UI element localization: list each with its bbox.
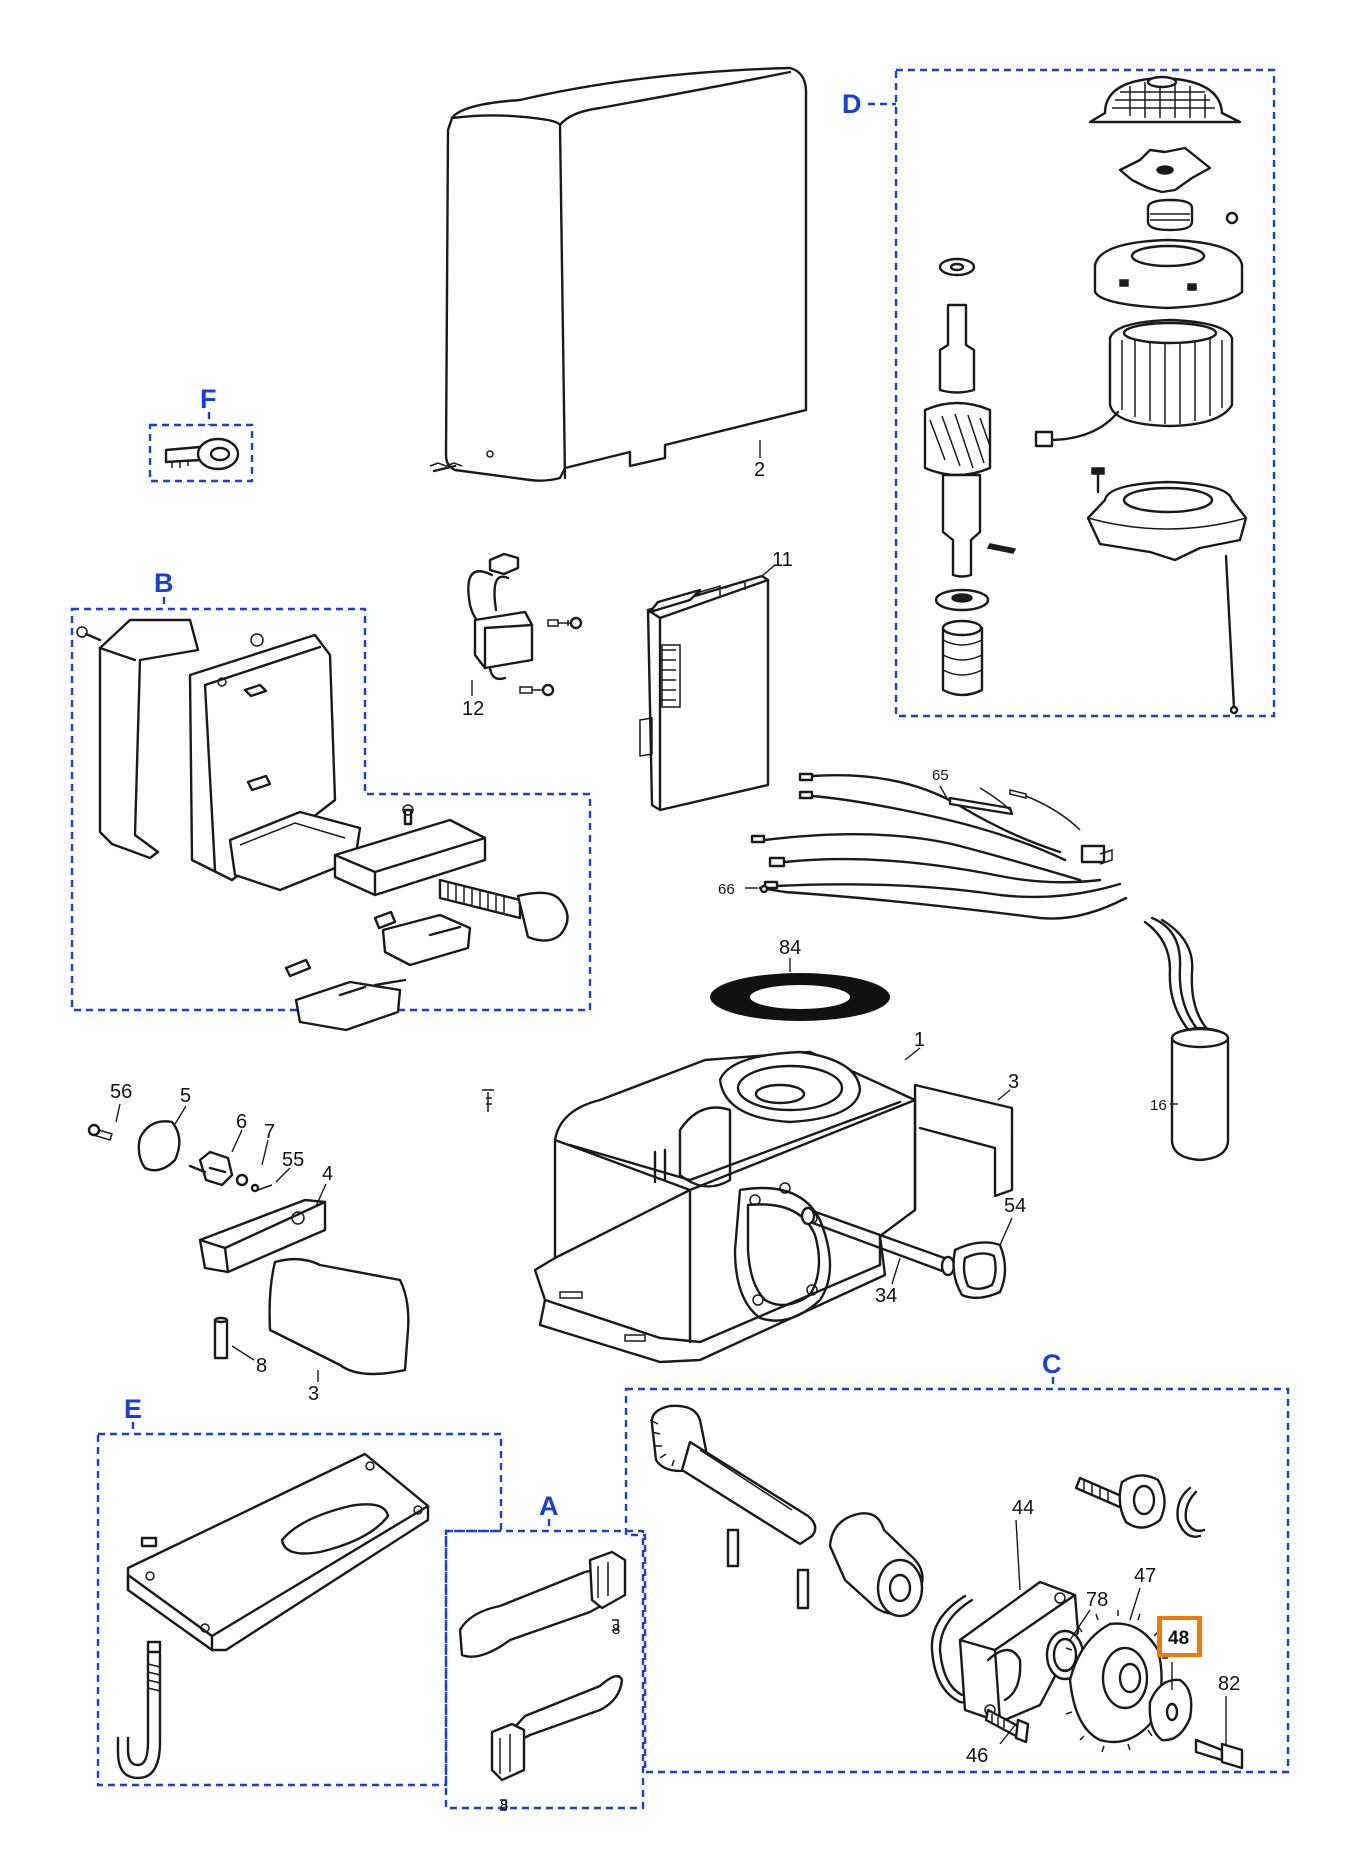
- label-part-66: 66: [718, 881, 735, 898]
- label-part-3-right: 3: [1008, 1071, 1019, 1093]
- label-part-56: 56: [110, 1081, 132, 1103]
- group-frame-a: [444, 1529, 645, 1810]
- gearbox-housing: [533, 1050, 1014, 1364]
- highlight-marker-48-inner: [1162, 1620, 1197, 1653]
- label-part-44: 44: [1012, 1497, 1034, 1519]
- label-part-4: 4: [322, 1163, 333, 1185]
- release-key: [164, 437, 240, 471]
- label-a-small-2: 8: [500, 1797, 508, 1814]
- capacitor: [1143, 916, 1230, 1162]
- gear-train: [649, 1404, 1244, 1770]
- group-label-a: A: [539, 1491, 559, 1521]
- label-part-3-left: 3: [308, 1383, 319, 1405]
- release-handles: [458, 1550, 627, 1811]
- motor-cover: [429, 66, 808, 482]
- label-part-82: 82: [1218, 1673, 1240, 1695]
- label-part-84: 84: [779, 937, 801, 959]
- highlighted-part-number: 48: [1168, 1628, 1189, 1649]
- label-part-16: 16: [1150, 1097, 1167, 1114]
- label-part-65: 65: [932, 767, 949, 784]
- label-part-6: 6: [236, 1111, 247, 1133]
- label-part-54: 54: [1004, 1195, 1026, 1217]
- gasket-ring: [710, 973, 890, 1021]
- group-label-b: B: [154, 568, 174, 598]
- group-frame-b: [70, 607, 592, 1012]
- group-label-d: D: [842, 89, 862, 119]
- label-part-78: 78: [1086, 1589, 1108, 1611]
- limit-switch-bracket: [76, 618, 569, 1032]
- label-a-small-1: 8: [612, 1621, 620, 1638]
- group-frame-f: [148, 423, 254, 483]
- label-part-55: 55: [282, 1149, 304, 1171]
- foundation-plate: [116, 1452, 430, 1780]
- label-part-34: 34: [875, 1285, 897, 1307]
- group-frame-d: [894, 68, 1276, 718]
- group-label-c: C: [1042, 1349, 1062, 1379]
- transformer: [467, 552, 583, 697]
- label-part-2: 2: [754, 459, 765, 481]
- wiring-harness: [750, 772, 1128, 920]
- label-part-12: 12: [462, 698, 484, 720]
- release-lever-parts: [87, 1120, 410, 1376]
- label-part-8: 8: [256, 1355, 267, 1377]
- control-board: [639, 574, 770, 812]
- motor-assembly: [923, 75, 1248, 715]
- label-part-11: 11: [772, 549, 793, 571]
- group-label-e: E: [124, 1394, 142, 1424]
- label-part-5: 5: [180, 1085, 191, 1107]
- label-part-1: 1: [914, 1029, 925, 1051]
- group-frame-c: [624, 1387, 1290, 1774]
- label-part-7: 7: [264, 1121, 275, 1143]
- label-part-47: 47: [1134, 1565, 1156, 1587]
- group-label-f: F: [200, 384, 217, 414]
- label-part-46: 46: [966, 1745, 988, 1767]
